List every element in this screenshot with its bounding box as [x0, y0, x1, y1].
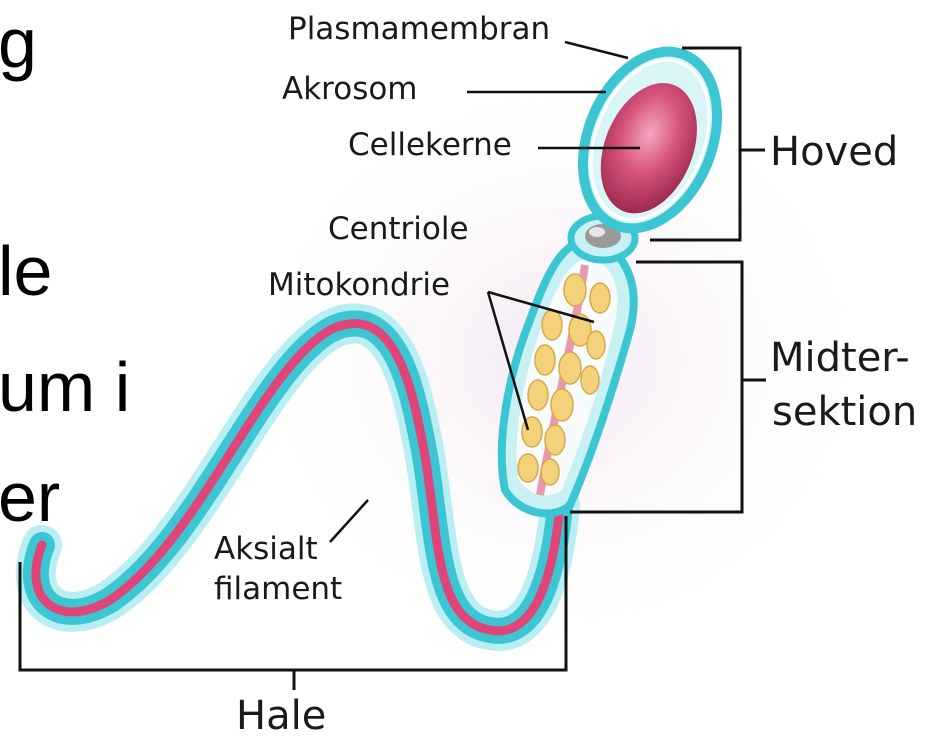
label-hoved: Hoved — [770, 132, 898, 172]
label-midter-line-1: Midter- — [770, 338, 910, 378]
label-mitokondrie: Mitokondrie — [268, 270, 450, 301]
label-plasmamembran: Plasmamembran — [288, 14, 550, 45]
label-hale: Hale — [236, 696, 326, 736]
label-midter-line-2: sektion — [772, 392, 917, 432]
label-aksialt-line-1: Aksialt — [214, 534, 318, 565]
label-akrosom: Akrosom — [282, 74, 418, 105]
label-cellekerne: Cellekerne — [348, 130, 512, 161]
leader-plasmamembran — [565, 42, 628, 58]
label-centriole: Centriole — [328, 214, 469, 245]
label-aksialt-line-2: filament — [214, 574, 342, 605]
